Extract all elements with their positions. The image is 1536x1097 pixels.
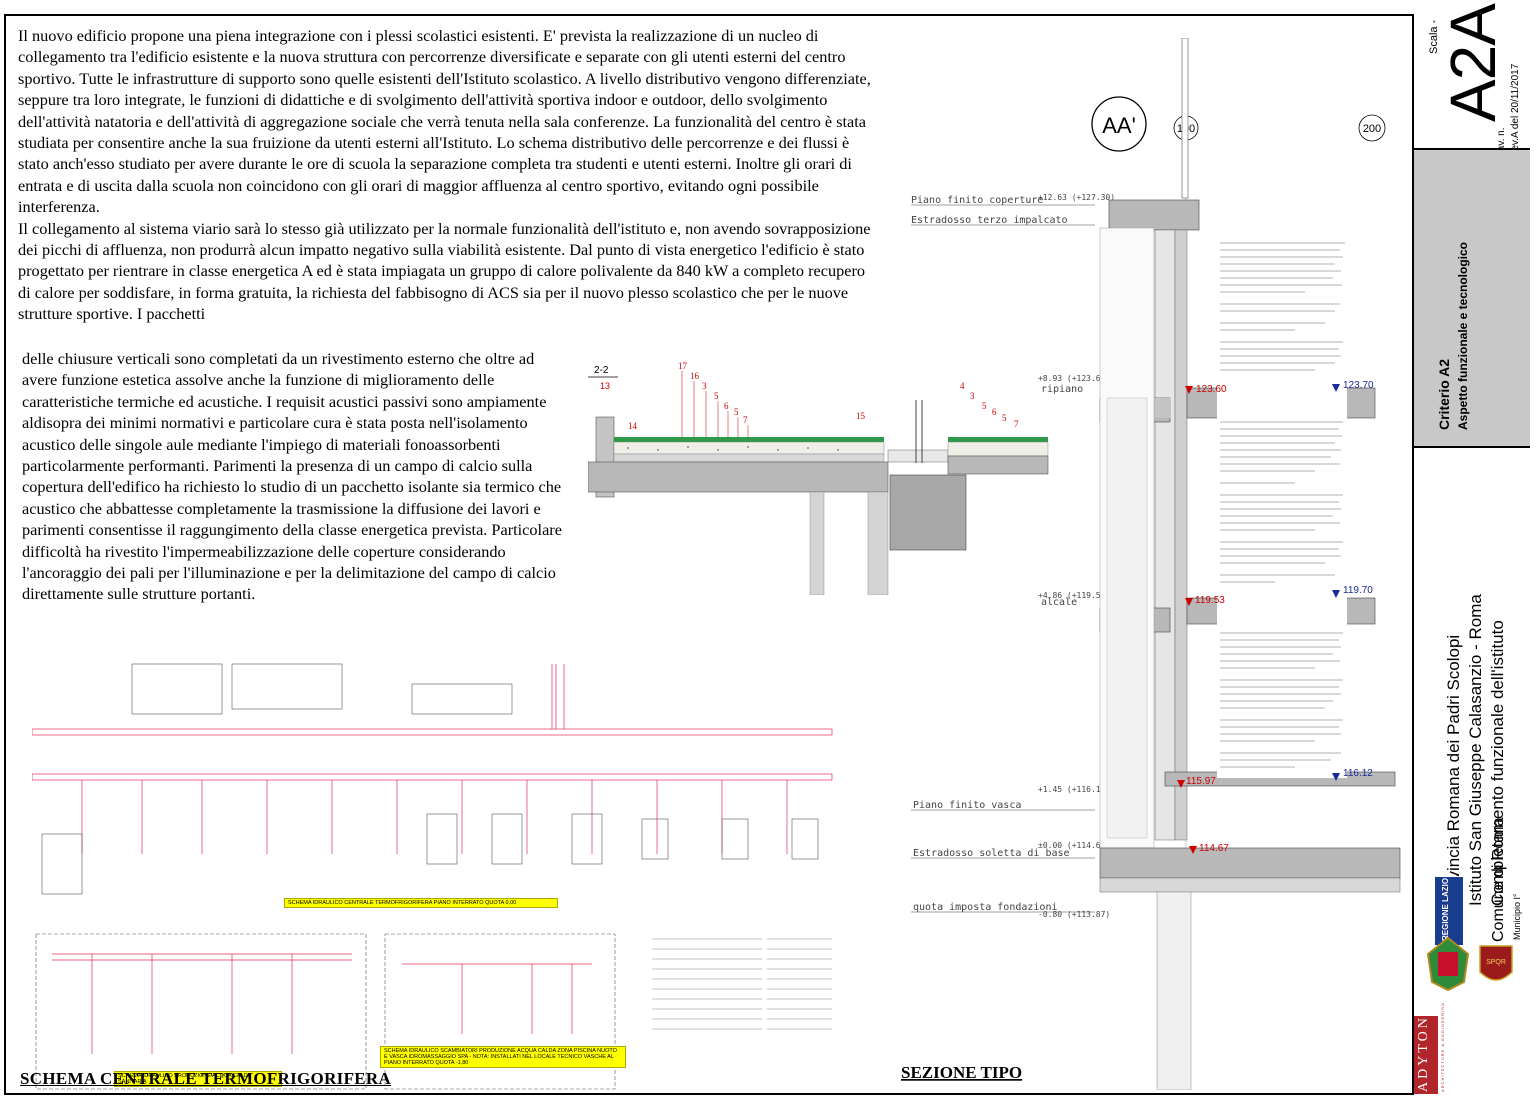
level-value: -0.80 (+113.87) [1038, 910, 1110, 919]
note-lines [1220, 242, 1345, 768]
level-labels: Piano finito coperture +12.63 (+127.30) … [911, 193, 1115, 919]
intro-text-block: Il nuovo edificio propone una piena inte… [18, 25, 878, 325]
detail-number: 3 [970, 391, 975, 401]
detail-number: 13 [600, 381, 610, 391]
intro-paragraph-2: Il collegamento al sistema viario sarà l… [18, 218, 871, 324]
level-value: +8.93 (+123.60) [1038, 374, 1110, 383]
revision-label: rev.A del 20/11/2017 [1510, 63, 1521, 154]
layer-numbers: 13 14 17 16 3 5 6 5 7 15 4 3 5 6 5 7 [600, 361, 1019, 431]
lazio-shield-icon [1438, 952, 1458, 976]
detail-number: 5 [1002, 413, 1007, 423]
level-value: +12.63 (+127.30) [1038, 193, 1115, 202]
detail-number: 6 [724, 401, 729, 411]
gravel [627, 446, 839, 451]
detail-number: 6 [992, 407, 997, 417]
marker-red: 115.97 [1186, 776, 1216, 787]
detail-number: 17 [678, 361, 688, 371]
detail-number: 7 [1014, 419, 1019, 429]
aspect-label: Aspetto funzionale e tecnologico [1456, 241, 1470, 430]
hydraulic-schemes: SCHEMA IDRAULICO CENTRALE TERMOFRIGORIFE… [31, 654, 870, 1090]
marker-red: 123.60 [1196, 384, 1227, 395]
level-label: Piano finito vasca [913, 800, 1021, 811]
criterion-label: Criterio A2 [1436, 358, 1452, 430]
detail-number: 5 [734, 407, 739, 417]
section-title: SEZIONE TIPO [901, 1063, 1022, 1082]
section-tag-circle [1091, 96, 1147, 152]
detail-number: 3 [702, 381, 707, 391]
detail-number: 5 [714, 391, 719, 401]
axis-label-200: 200 [1363, 123, 1381, 135]
intro-paragraph-1: Il nuovo edificio propone una piena inte… [18, 26, 871, 217]
firm-name: ADYTON [1416, 1015, 1431, 1092]
wrap-text-block: delle chiusure verticali sono completati… [22, 348, 562, 605]
sub-pipes [52, 953, 592, 1054]
detail-tag: 2-2 [594, 365, 609, 376]
client-line-1: Provincia Romana dei Padri Scolopi [1444, 634, 1463, 906]
level-value: +4.86 (+119.53) [1038, 591, 1110, 600]
firm-logo: ADYTON [1414, 1015, 1438, 1094]
marker-blue: 119.70 [1343, 585, 1373, 596]
firm-subtitle: ARCHITECTURE & ENGINEERING [1440, 1001, 1445, 1092]
regione-logo: REGIONE LAZIO [1434, 876, 1464, 946]
criterion-band [1414, 148, 1530, 448]
detail-number: 7 [743, 415, 748, 425]
sheet-code: A2A [1437, 4, 1509, 122]
roma-crest-text: SPQR [1486, 959, 1506, 966]
elevation-markers: 123.60 119.53 115.97 114.67 123.70 119.7… [1186, 380, 1374, 854]
section-drawing: AA' 100 200 Piano finito coperture +12.6… [901, 38, 1401, 1090]
level-label: Estradosso soletta di base [913, 848, 1070, 859]
level-value: +1.45 (+116.12) [1038, 785, 1110, 794]
label-acs-scheme: SCHEMA IDRAULICO PRODUZIONE ACQUA CALDA … [114, 1071, 282, 1087]
level-label: Piano finito coperture [911, 195, 1043, 206]
title-block: Scala - A2A tav. n. rev.A del 20/11/2017… [1412, 4, 1530, 1095]
level-label: quota imposta fondazioni [913, 902, 1058, 913]
level-label: ripiano [1041, 384, 1083, 395]
marker-red: 119.53 [1195, 595, 1225, 606]
label-pool-scheme: SCHEMA IDRAULICO SCAMBIATORI PRODUZIONE … [380, 1046, 626, 1068]
marker-blue: 116.12 [1343, 768, 1373, 779]
section-tag: AA' [1102, 113, 1136, 138]
roof-detail-drawing: 2-2 13 14 17 16 3 5 6 5 7 15 4 3 5 6 5 7 [588, 361, 1049, 595]
comune-label: Comune di Roma [1490, 817, 1507, 943]
detail-number: 14 [628, 421, 638, 431]
crests: SPQR [1426, 936, 1513, 992]
legend-lines [652, 938, 832, 1030]
marker-blue: 123.70 [1343, 380, 1374, 391]
elevation-triangles [1177, 384, 1340, 854]
level-label: alcale [1041, 597, 1077, 608]
wrap-paragraph: delle chiusure verticali sono completati… [22, 349, 562, 604]
roma-crest-icon [1479, 945, 1513, 981]
detail-number: 5 [982, 401, 987, 411]
detail-number: 4 [960, 381, 965, 391]
level-value: ±0.00 (+114.67) [1038, 841, 1110, 850]
level-lines [911, 204, 1095, 913]
equipment [41, 663, 819, 895]
hydraulic-schema-drawing [31, 663, 833, 1090]
regione-text: REGIONE LAZIO [1441, 877, 1450, 941]
layer-notes [1217, 238, 1347, 778]
municipio-label: Municipio I° [1512, 893, 1522, 940]
client-line-2: Istituto San Giuseppe Calasanzio - Roma [1466, 594, 1485, 906]
detail-number: 15 [856, 411, 866, 421]
detail-number: 16 [690, 371, 700, 381]
label-main-scheme: SCHEMA IDRAULICO CENTRALE TERMOFRIGORIFE… [284, 898, 558, 908]
marker-red: 114.67 [1199, 843, 1229, 854]
level-label: Estradosso terzo impalcato [911, 215, 1068, 226]
schema-title: SCHEMA CENTRALE TERMOFRIGORIFERA [20, 1069, 392, 1088]
pipe-network [31, 664, 833, 854]
